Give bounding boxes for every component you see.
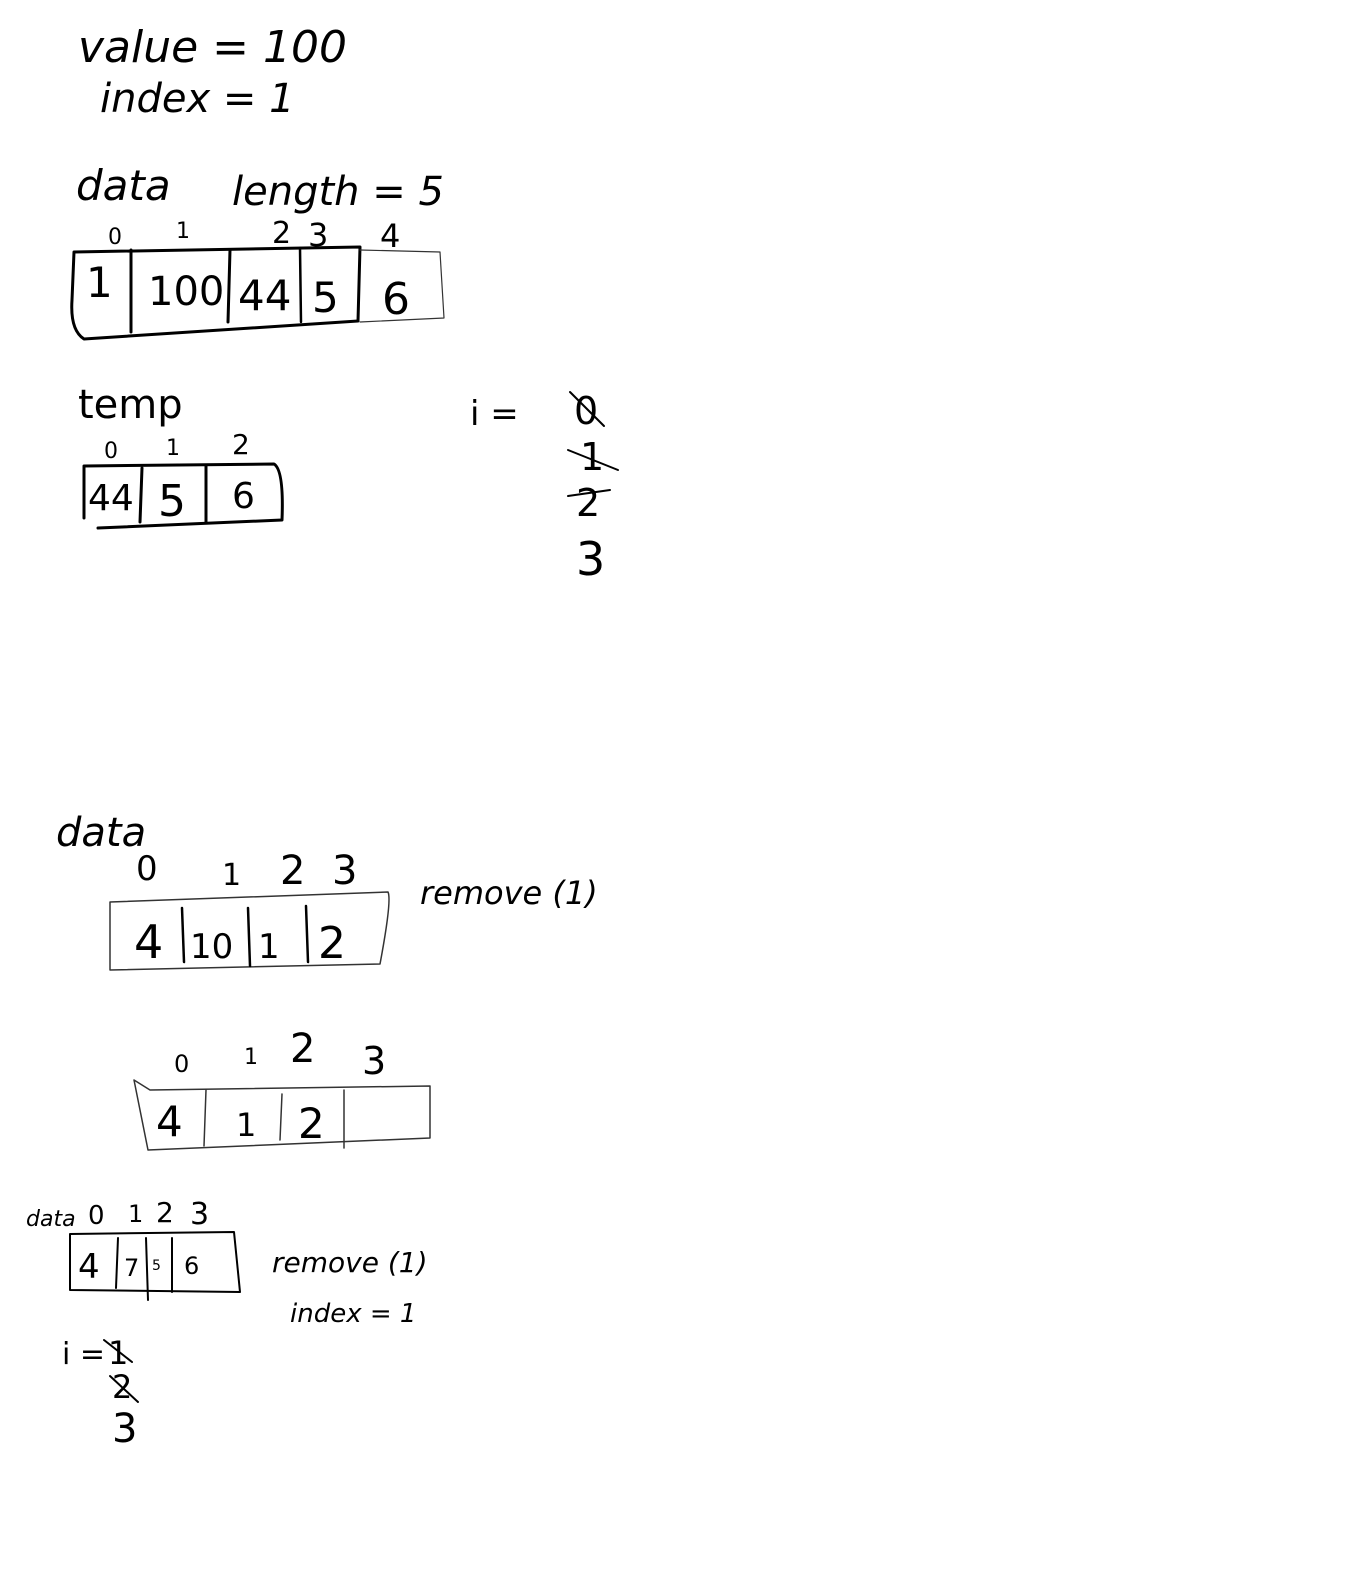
i-bottom-struck-0: 1 (108, 1334, 128, 1372)
after-index-1: 1 (244, 1045, 258, 1070)
data-array-top (70, 245, 445, 341)
strike-mark-0 (569, 391, 605, 427)
mid-index-0: 0 (136, 849, 158, 889)
strike-bottom-1 (109, 1375, 139, 1403)
temp-value-0: 44 (88, 478, 134, 519)
mid-index-3: 3 (332, 848, 357, 894)
value-label: value = 100 (78, 22, 347, 73)
after-index-0: 0 (174, 1050, 189, 1078)
data-index-4: 4 (380, 217, 400, 255)
mid-value-3: 2 (318, 918, 346, 969)
data-array-middle (109, 891, 390, 971)
after-index-2: 2 (290, 1026, 315, 1072)
bot-value-0: 4 (78, 1247, 100, 1287)
length-label: length = 5 (232, 169, 444, 215)
i-values-top: 0 1 2 3 (567, 389, 619, 586)
after-index-3: 3 (362, 1039, 386, 1083)
bot-index-2: 2 (156, 1196, 174, 1229)
temp-value-2: 6 (232, 476, 255, 517)
data-label-bottom: data (26, 1207, 76, 1232)
temp-index-1: 1 (166, 436, 180, 461)
temp-value-1: 5 (158, 476, 186, 527)
after-array-middle (133, 1079, 431, 1151)
bot-index-1: 1 (128, 1200, 143, 1228)
data-value-1: 100 (148, 269, 224, 315)
data-label: data (76, 161, 171, 210)
i-value-0-struck: 0 (574, 389, 598, 433)
bot-value-3: 6 (184, 1252, 199, 1280)
data-value-2: 44 (238, 271, 291, 320)
strike-bottom-0 (103, 1339, 133, 1363)
data-label-middle: data (56, 810, 146, 856)
temp-array (82, 462, 284, 530)
data-array-bottom (69, 1231, 241, 1301)
strike-mark-2 (567, 489, 611, 497)
temp-label: temp (78, 382, 183, 428)
index-label: index = 1 (100, 76, 295, 122)
temp-index-0: 0 (104, 439, 118, 464)
after-value-0: 4 (156, 1097, 183, 1146)
mid-index-2: 2 (280, 848, 305, 894)
i-label-top: i = (470, 394, 519, 434)
remove-label-middle: remove (1) (420, 874, 598, 912)
data-index-2: 2 (272, 216, 291, 251)
bot-index-3: 3 (190, 1197, 209, 1232)
index-label-bottom: index = 1 (290, 1299, 416, 1329)
mid-value-0: 4 (134, 915, 163, 969)
i-bottom-final: 3 (112, 1406, 137, 1452)
strike-mark-1 (567, 449, 619, 471)
i-label-bottom: i = (62, 1337, 105, 1372)
mid-value-1: 10 (190, 927, 233, 967)
bot-value-1: 7 (124, 1254, 139, 1282)
data-value-4: 6 (382, 274, 410, 325)
data-index-1: 1 (176, 219, 190, 244)
data-index-3: 3 (308, 216, 328, 254)
mid-index-1: 1 (222, 858, 241, 893)
after-value-1: 1 (236, 1106, 256, 1144)
data-index-0: 0 (108, 225, 122, 250)
remove-label-bottom: remove (1) (272, 1246, 428, 1279)
i-value-final: 3 (576, 532, 605, 586)
after-value-2: 2 (298, 1099, 325, 1148)
temp-index-2: 2 (232, 428, 250, 461)
data-value-0: 1 (86, 258, 113, 307)
mid-value-2: 1 (258, 927, 280, 967)
i-value-2-struck: 2 (576, 481, 600, 525)
bot-value-2: 5 (152, 1258, 161, 1274)
bot-index-0: 0 (88, 1201, 105, 1231)
data-value-3: 5 (312, 273, 339, 322)
